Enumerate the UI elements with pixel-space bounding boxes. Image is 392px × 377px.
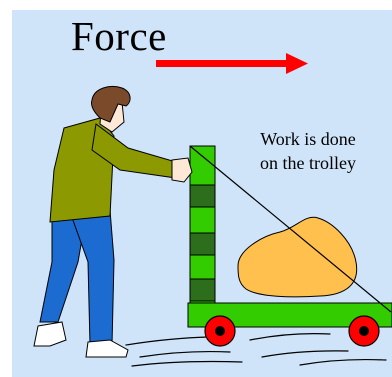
force-arrow-head	[286, 53, 308, 74]
trolley-wheel-left	[205, 316, 235, 346]
ground-lines	[126, 334, 386, 366]
caption-line-1: Work is done	[238, 127, 378, 151]
force-arrow	[156, 53, 308, 74]
person-front-leg	[70, 210, 114, 345]
work-caption: Work is done on the trolley	[238, 127, 378, 175]
trolley-block-dark	[190, 233, 215, 255]
load-sack	[238, 217, 357, 297]
person-back-shoe	[34, 322, 66, 346]
trolley-block-dark	[190, 185, 215, 207]
force-title: Force	[71, 16, 167, 57]
trolley-block-dark	[190, 279, 215, 301]
person	[34, 87, 192, 358]
person-hand	[172, 158, 192, 182]
trolley-wheel-right	[349, 316, 379, 346]
caption-line-2: on the trolley	[238, 151, 378, 175]
person-front-shoe	[86, 340, 128, 357]
person-hair	[91, 87, 130, 123]
force-arrow-shaft	[156, 60, 290, 67]
